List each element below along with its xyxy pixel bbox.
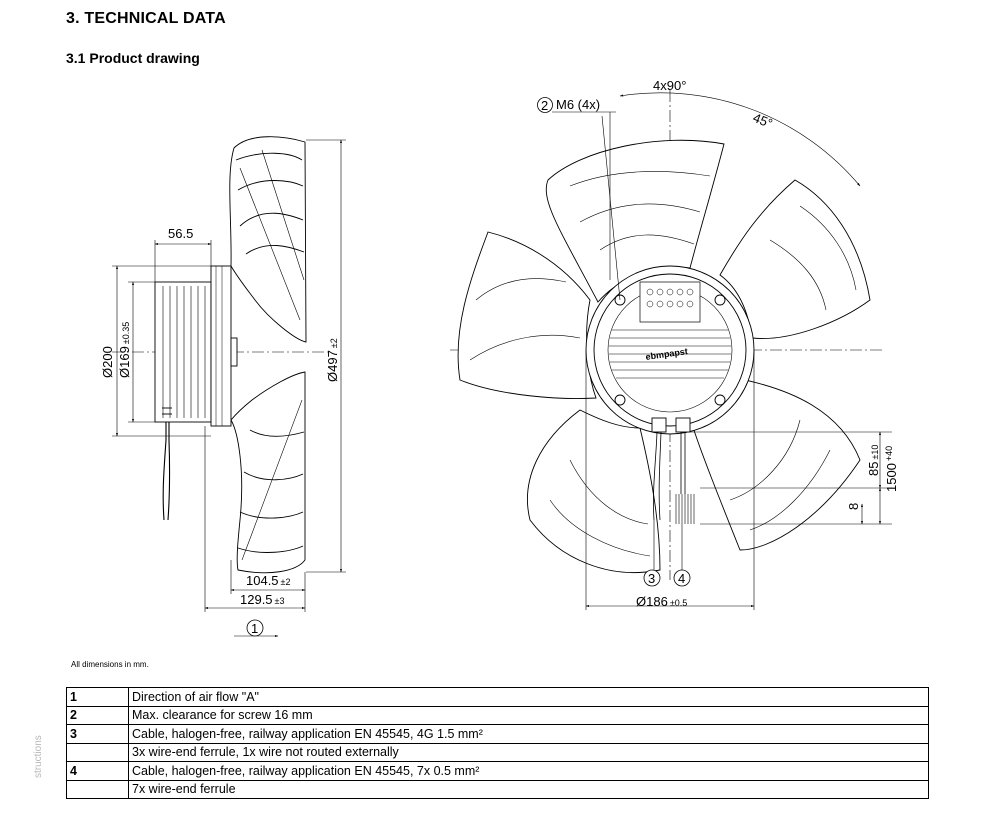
callout-3: 3 bbox=[648, 571, 655, 586]
dim-129-5: 129.5 bbox=[240, 592, 273, 607]
dim-497: Ø497 bbox=[325, 350, 340, 382]
dim-186-tol: ±0.5 bbox=[670, 598, 687, 608]
thread-m6: M6 (4x) bbox=[556, 97, 600, 112]
svg-text:Ø186±0.5: Ø186±0.5 bbox=[636, 594, 687, 609]
dim-497-tol: ±2 bbox=[329, 338, 339, 348]
front-view-labels: 4x90° 45° 2 M6 (4x) 3 4 Ø186±0.5 85±10 1… bbox=[537, 78, 899, 609]
legend-num bbox=[66, 742, 129, 762]
dimensions-note: All dimensions in mm. bbox=[71, 660, 149, 669]
table-row: 3 Cable, halogen-free, railway applicati… bbox=[66, 724, 929, 744]
legend-num: 3 bbox=[66, 724, 129, 744]
legend-table: 1 Direction of air flow "A" 2 Max. clear… bbox=[66, 687, 929, 799]
side-view-dimensions bbox=[112, 139, 346, 638]
svg-text:85±10: 85±10 bbox=[866, 445, 881, 476]
svg-text:1500+40: 1500 +40 bbox=[884, 446, 899, 492]
table-row: 4 Cable, halogen-free, railway applicati… bbox=[66, 761, 929, 781]
side-margin-text: structions bbox=[33, 735, 44, 778]
svg-text:Ø169±0.35: Ø169 ±0.35 bbox=[117, 322, 132, 378]
dim-1500-tol: +40 bbox=[884, 446, 894, 461]
legend-num: 4 bbox=[66, 761, 129, 781]
callout-2: 2 bbox=[541, 98, 548, 113]
product-drawing: 56.5 Ø200 Ø169±0.35 Ø497±2 104.5±2 129.5… bbox=[100, 78, 899, 638]
legend-num: 2 bbox=[66, 705, 129, 725]
legend-text: Max. clearance for screw 16 mm bbox=[128, 705, 929, 725]
dim-8: 8 bbox=[846, 503, 861, 510]
callout-4: 4 bbox=[678, 571, 685, 586]
legend-num bbox=[66, 779, 129, 799]
callout-1: 1 bbox=[251, 621, 258, 636]
table-row: 2 Max. clearance for screw 16 mm bbox=[66, 705, 929, 725]
legend-text: Direction of air flow "A" bbox=[128, 687, 929, 707]
side-view-labels: 56.5 Ø200 Ø169±0.35 Ø497±2 104.5±2 129.5… bbox=[100, 226, 340, 637]
svg-text:129.5±3: 129.5±3 bbox=[240, 592, 285, 607]
dim-56-5: 56.5 bbox=[168, 226, 193, 241]
front-view bbox=[450, 90, 885, 580]
svg-text:104.5±2: 104.5±2 bbox=[246, 573, 291, 588]
dim-186: Ø186 bbox=[636, 594, 668, 609]
dim-200: Ø200 bbox=[100, 346, 115, 378]
legend-text: 3x wire-end ferrule, 1x wire not routed … bbox=[128, 742, 929, 762]
legend-text: Cable, halogen-free, railway application… bbox=[128, 724, 929, 744]
angle-4x90: 4x90° bbox=[653, 78, 686, 93]
section-title: 3. TECHNICAL DATA bbox=[66, 10, 226, 27]
table-row: 1 Direction of air flow "A" bbox=[66, 687, 929, 707]
dim-129-5-tol: ±3 bbox=[275, 596, 285, 606]
front-view-dimensions bbox=[552, 92, 892, 610]
dim-104-5-tol: ±2 bbox=[281, 577, 291, 587]
dim-169-tol: ±0.35 bbox=[121, 322, 131, 344]
legend-num: 1 bbox=[66, 687, 129, 707]
dim-1500: 1500 bbox=[884, 463, 899, 492]
side-view bbox=[112, 136, 330, 574]
subsection-title: 3.1 Product drawing bbox=[66, 50, 200, 66]
dim-85-tol: ±10 bbox=[870, 445, 880, 460]
table-row: 7x wire-end ferrule bbox=[66, 779, 929, 799]
table-row: 3x wire-end ferrule, 1x wire not routed … bbox=[66, 742, 929, 762]
svg-text:Ø497±2: Ø497 ±2 bbox=[325, 338, 340, 382]
angle-45: 45° bbox=[751, 110, 775, 131]
dim-104-5: 104.5 bbox=[246, 573, 279, 588]
dim-85: 85 bbox=[866, 462, 881, 476]
dim-169: Ø169 bbox=[117, 346, 132, 378]
legend-text: 7x wire-end ferrule bbox=[128, 779, 929, 799]
legend-text: Cable, halogen-free, railway application… bbox=[128, 761, 929, 781]
